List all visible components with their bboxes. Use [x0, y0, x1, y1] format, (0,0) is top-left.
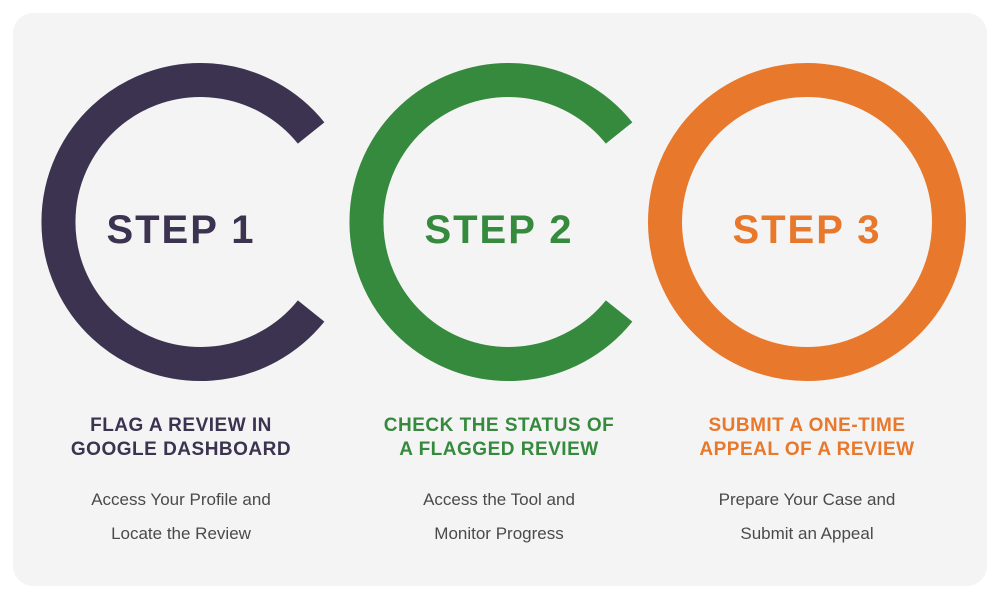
- step-1-label: STEP 1: [106, 208, 255, 252]
- step-1-description: Access Your Profile and Locate the Revie…: [91, 490, 271, 543]
- step-2-label: STEP 2: [424, 208, 573, 252]
- step-3-ring: [648, 63, 966, 381]
- step-3-description: Prepare Your Case and Submit an Appeal: [718, 490, 896, 543]
- step-2-column: CHECK THE STATUS OF A FLAGGED REVIEW Acc…: [359, 414, 639, 551]
- step-2-description: Access the Tool and Monitor Progress: [423, 490, 575, 543]
- step-2-ring: [349, 63, 633, 381]
- background-panel: [13, 13, 987, 586]
- step-3-label: STEP 3: [732, 208, 881, 252]
- step-2-title: CHECK THE STATUS OF A FLAGGED REVIEW: [383, 415, 615, 460]
- step-1-column: FLAG A REVIEW IN GOOGLE DASHBOARD Access…: [41, 414, 321, 551]
- step-3-title: SUBMIT A ONE-TIME APPEAL OF A REVIEW: [699, 415, 915, 460]
- step-1-ring: [41, 63, 325, 381]
- step-1-title: FLAG A REVIEW IN GOOGLE DASHBOARD: [70, 415, 292, 460]
- step-3-column: SUBMIT A ONE-TIME APPEAL OF A REVIEW Pre…: [667, 414, 947, 551]
